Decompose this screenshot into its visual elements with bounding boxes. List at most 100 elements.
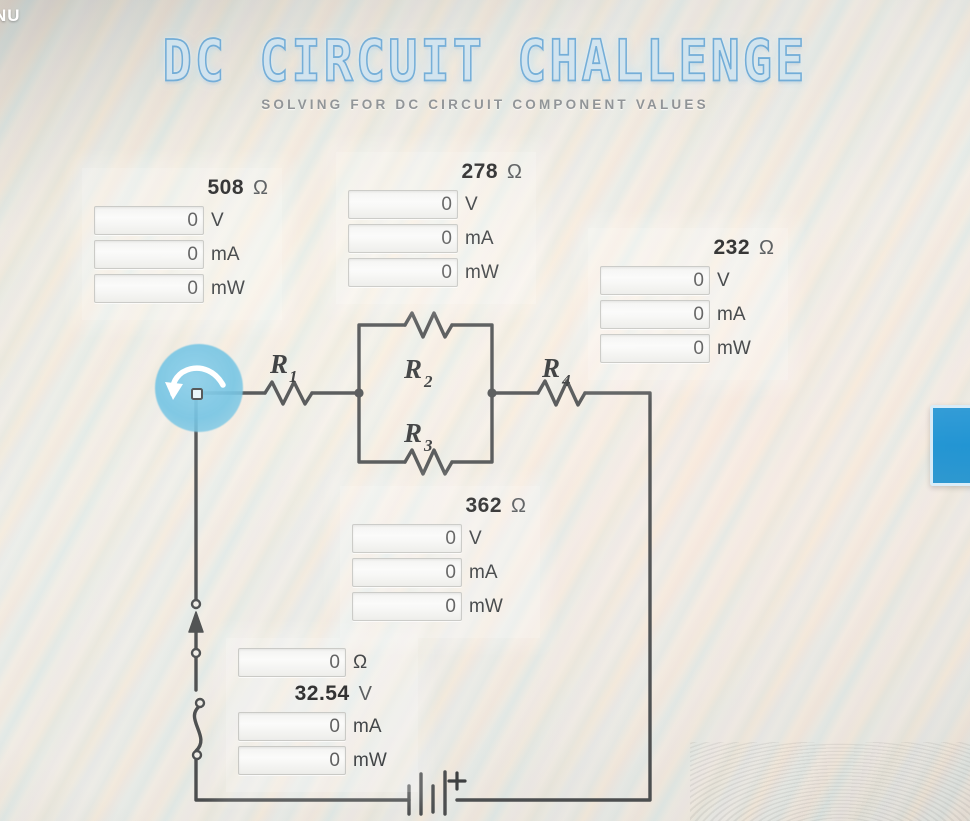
wire-node-c bbox=[194, 697, 206, 709]
junction-dot-left bbox=[354, 388, 364, 398]
junction-dot-right bbox=[487, 388, 497, 398]
field-row-r3-current: 0 mA bbox=[352, 558, 528, 587]
value-panel-r3: 362 Ω 0 V 0 mA 0 mW bbox=[340, 486, 540, 638]
fixed-value-row-r3: 362 Ω bbox=[352, 494, 528, 518]
input-r4-current[interactable]: 0 bbox=[600, 300, 710, 329]
battery-plus-icon bbox=[447, 771, 467, 791]
fixed-resistance-unit-r2: Ω bbox=[507, 161, 522, 183]
resistor-sublabel-r4: 4 bbox=[561, 371, 571, 390]
wire-squiggle-segment bbox=[192, 703, 203, 753]
menu-label[interactable]: NU bbox=[0, 6, 21, 25]
background-artifact bbox=[690, 742, 970, 821]
input-r4-voltage[interactable]: 0 bbox=[600, 266, 710, 295]
field-row-r4-current: 0 mA bbox=[600, 300, 776, 329]
unit-r3-voltage: V bbox=[469, 527, 482, 549]
wire-r2-branch-right bbox=[450, 323, 494, 395]
resistor-sublabel-r3: 3 bbox=[423, 436, 433, 455]
unit-r4-power: mW bbox=[717, 337, 751, 359]
value-panel-r1: 508 Ω 0 V 0 mA 0 mW bbox=[82, 168, 282, 320]
unit-r1-voltage: V bbox=[211, 209, 224, 231]
input-source-power[interactable]: 0 bbox=[238, 746, 346, 775]
field-row-r1-current: 0 mA bbox=[94, 240, 270, 269]
fixed-resistance-unit-r1: Ω bbox=[253, 177, 268, 199]
value-panel-r4: 232 Ω 0 V 0 mA 0 mW bbox=[588, 228, 788, 380]
unit-r3-current: mA bbox=[469, 561, 498, 583]
field-row-source-current: 0 mA bbox=[238, 712, 406, 741]
resistor-r3-symbol bbox=[403, 448, 454, 476]
wire-node-d bbox=[191, 749, 203, 761]
input-r3-current[interactable]: 0 bbox=[352, 558, 462, 587]
resistor-label-r3: R bbox=[403, 418, 422, 448]
unit-r3-power: mW bbox=[469, 595, 503, 617]
input-r2-voltage[interactable]: 0 bbox=[348, 190, 458, 219]
fixed-value-row-source-voltage: 32.54 V bbox=[238, 682, 406, 706]
unit-r2-current: mA bbox=[465, 227, 494, 249]
fixed-source-voltage-unit: V bbox=[358, 683, 372, 705]
input-r1-voltage[interactable]: 0 bbox=[94, 206, 204, 235]
fixed-value-row-r1: 508 Ω bbox=[94, 176, 270, 200]
field-row-r3-voltage: 0 V bbox=[352, 524, 528, 553]
field-row-r2-voltage: 0 V bbox=[348, 190, 524, 219]
blue-action-button[interactable] bbox=[930, 405, 970, 486]
unit-r1-current: mA bbox=[211, 243, 240, 265]
field-row-r2-power: 0 mW bbox=[348, 258, 524, 287]
page-title: DC CIRCUIT CHALLENGE bbox=[0, 27, 970, 96]
page-subtitle: SOLVING FOR DC CIRCUIT COMPONENT VALUES bbox=[261, 97, 709, 112]
resistor-label-r2: R bbox=[403, 354, 422, 384]
resistor-label-r1: R bbox=[269, 349, 288, 379]
field-row-r1-voltage: 0 V bbox=[94, 206, 270, 235]
fixed-resistance-value-r1: 508 bbox=[207, 176, 245, 199]
fixed-value-row-r4: 232 Ω bbox=[600, 236, 776, 260]
node-handle-icon[interactable] bbox=[186, 383, 208, 405]
input-r3-power[interactable]: 0 bbox=[352, 592, 462, 621]
field-row-r4-voltage: 0 V bbox=[600, 266, 776, 295]
input-r1-current[interactable]: 0 bbox=[94, 240, 204, 269]
field-row-r3-power: 0 mW bbox=[352, 592, 528, 621]
resistor-r4-symbol bbox=[536, 379, 587, 407]
wire-r3-branch-right bbox=[450, 391, 494, 464]
fixed-resistance-unit-r4: Ω bbox=[759, 237, 774, 259]
unit-r4-voltage: V bbox=[717, 269, 730, 291]
field-row-source-power: 0 mW bbox=[238, 746, 406, 775]
resistor-sublabel-r2: 2 bbox=[423, 372, 433, 391]
unit-r2-voltage: V bbox=[465, 193, 478, 215]
fixed-source-voltage-value: 32.54 bbox=[294, 682, 350, 705]
fixed-resistance-value-r4: 232 bbox=[713, 236, 751, 259]
rotate-arrow-icon[interactable] bbox=[155, 344, 243, 432]
fixed-resistance-value-r3: 362 bbox=[465, 494, 503, 517]
wire-r3-branch-left bbox=[357, 391, 407, 464]
input-r4-power[interactable]: 0 bbox=[600, 334, 710, 363]
page-title-text: DC CIRCUIT CHALLENGE bbox=[162, 27, 808, 96]
unit-source-current: mA bbox=[353, 715, 382, 737]
wire-node-a bbox=[190, 598, 202, 610]
resistor-r2-symbol bbox=[403, 311, 454, 339]
current-direction-arrow bbox=[188, 611, 204, 633]
input-r2-power[interactable]: 0 bbox=[348, 258, 458, 287]
wire-node-b bbox=[190, 647, 202, 659]
field-row-source-resistance: 0 Ω bbox=[238, 648, 406, 677]
input-r1-power[interactable]: 0 bbox=[94, 274, 204, 303]
resistor-label-r4: R bbox=[541, 353, 560, 383]
fixed-value-row-r2: 278 Ω bbox=[348, 160, 524, 184]
unit-r4-current: mA bbox=[717, 303, 746, 325]
unit-source-power: mW bbox=[353, 749, 387, 771]
field-row-r4-power: 0 mW bbox=[600, 334, 776, 363]
unit-source-resistance: Ω bbox=[353, 651, 368, 673]
input-source-resistance[interactable]: 0 bbox=[238, 648, 346, 677]
value-panel-source: 0 Ω 32.54 V 0 mA 0 mW bbox=[226, 638, 418, 792]
input-r3-voltage[interactable]: 0 bbox=[352, 524, 462, 553]
input-source-current[interactable]: 0 bbox=[238, 712, 346, 741]
field-row-r2-current: 0 mA bbox=[348, 224, 524, 253]
unit-r1-power: mW bbox=[211, 277, 245, 299]
field-row-r1-power: 0 mW bbox=[94, 274, 270, 303]
fixed-resistance-value-r2: 278 bbox=[461, 160, 499, 183]
value-panel-r2: 278 Ω 0 V 0 mA 0 mW bbox=[336, 152, 536, 304]
fixed-resistance-unit-r3: Ω bbox=[511, 495, 526, 517]
unit-r2-power: mW bbox=[465, 261, 499, 283]
input-r2-current[interactable]: 0 bbox=[348, 224, 458, 253]
